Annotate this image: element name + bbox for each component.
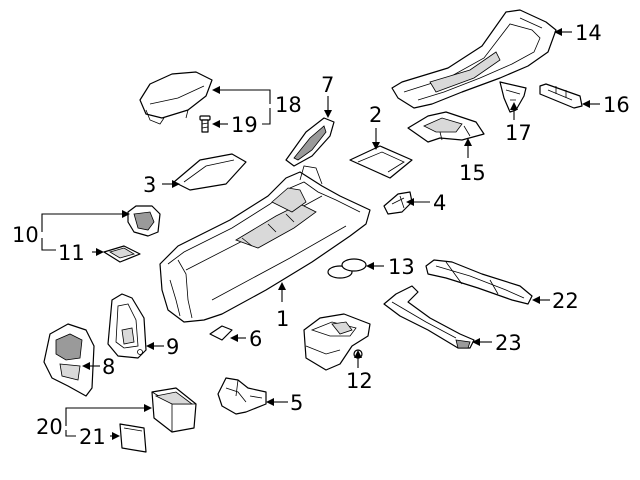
leader-lines — [41, 28, 600, 440]
callout-12: 12 — [346, 369, 373, 393]
callout-11: 11 — [58, 241, 85, 265]
callout-17: 17 — [505, 121, 532, 145]
part-14-upper-trim-panel — [391, 9, 557, 109]
callout-3: 3 — [143, 173, 156, 197]
part-18-armrest-lid — [139, 71, 213, 125]
part-22-side-rail — [425, 259, 533, 305]
part-21-plate — [119, 423, 147, 453]
part-12-lower-bin — [303, 313, 371, 371]
callout-6: 6 — [249, 327, 262, 351]
callout-labels: 1 2 3 4 5 6 7 8 9 10 11 12 13 14 15 16 1… — [12, 21, 630, 449]
callout-23: 23 — [495, 331, 522, 355]
part-2-pad — [349, 145, 413, 179]
part-23-lower-rail — [383, 285, 475, 349]
part-8-front-panel — [43, 323, 95, 397]
callout-2: 2 — [369, 103, 382, 127]
callout-14: 14 — [575, 21, 602, 45]
callout-21: 21 — [79, 425, 106, 449]
part-15-tray-insert — [407, 111, 485, 143]
part-16-bracket — [539, 83, 583, 109]
part-5-lower-bracket — [217, 377, 267, 415]
callout-5: 5 — [290, 391, 303, 415]
callout-15: 15 — [459, 161, 486, 185]
callout-16: 16 — [603, 93, 630, 117]
part-4-clip — [383, 191, 413, 215]
callout-20: 20 — [36, 415, 63, 439]
part-13-cup-mats — [327, 258, 367, 279]
callout-18: 18 — [275, 93, 302, 117]
part-10-cup-ring — [127, 205, 161, 237]
part-1-console-body — [159, 165, 371, 323]
callout-22: 22 — [552, 289, 579, 313]
part-20-storage-box — [151, 387, 197, 433]
part-11-pad — [103, 245, 141, 263]
callout-1: 1 — [276, 307, 289, 331]
part-6-tab — [209, 325, 233, 341]
part-7-bezel — [285, 117, 335, 167]
part-19-screw — [199, 115, 211, 133]
callout-13: 13 — [388, 255, 415, 279]
callout-19: 19 — [231, 113, 258, 137]
callout-10: 10 — [12, 223, 39, 247]
callout-7: 7 — [321, 73, 334, 97]
callout-8: 8 — [102, 355, 115, 379]
callout-4: 4 — [433, 191, 446, 215]
callout-9: 9 — [166, 335, 179, 359]
part-9-side-panel — [107, 293, 147, 359]
part-3-liner — [173, 153, 247, 191]
